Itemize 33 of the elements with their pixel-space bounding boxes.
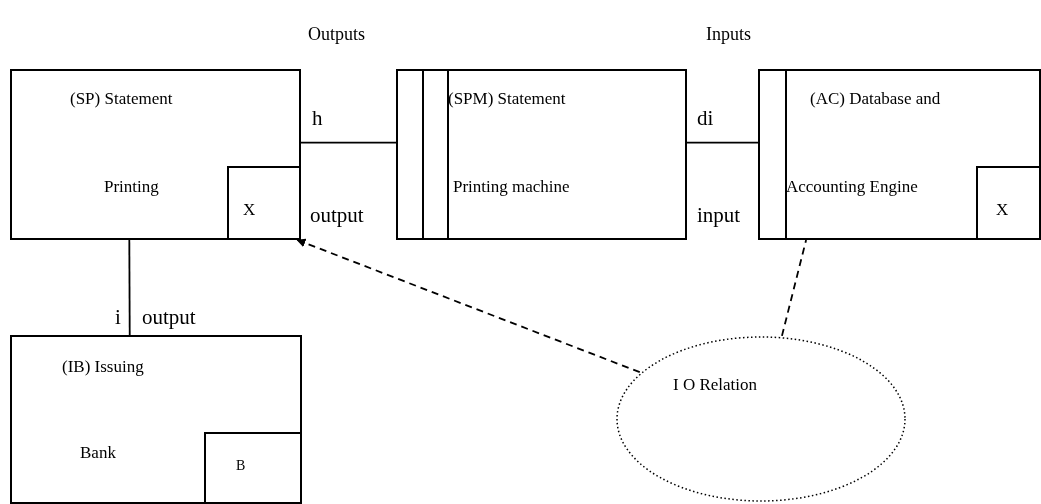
inner-box <box>227 166 301 240</box>
port-label: i <box>115 305 121 330</box>
dashed-connector <box>296 238 641 374</box>
entity-subtitle: Printing <box>104 177 159 197</box>
entity-box <box>758 69 1041 240</box>
connector-line <box>300 141 397 144</box>
relation-ellipse <box>615 335 907 503</box>
entity-subtitle: Accounting Engine <box>786 177 918 197</box>
port-label: di <box>697 106 714 131</box>
connector-line <box>686 141 759 144</box>
entity-title: (SPM) Statement <box>448 89 566 109</box>
inner-box <box>976 166 1041 240</box>
entity-title: (SP) Statement <box>70 89 173 109</box>
entity-subtitle: Printing machine <box>453 177 570 197</box>
port-label: h <box>312 106 323 131</box>
entity-subtitle: Bank <box>80 443 116 463</box>
port-label: output <box>310 203 364 228</box>
port-label: output <box>142 305 196 330</box>
box-letter: B <box>236 458 246 474</box>
relation-label: I O Relation <box>673 375 758 395</box>
entity-box <box>396 69 687 240</box>
port-label: input <box>697 203 741 228</box>
dashed-connector <box>781 239 807 337</box>
entity-title: (AC) Database and <box>810 89 941 109</box>
box-letter: X <box>243 200 256 220</box>
box-letter: X <box>996 200 1009 220</box>
section-heading: Outputs <box>308 24 365 45</box>
entity-box <box>10 69 301 240</box>
connector-line <box>128 239 131 336</box>
entity-box <box>10 335 302 504</box>
entity-title: (IB) Issuing <box>62 357 144 377</box>
section-heading: Inputs <box>706 24 751 45</box>
inner-box <box>204 432 302 504</box>
